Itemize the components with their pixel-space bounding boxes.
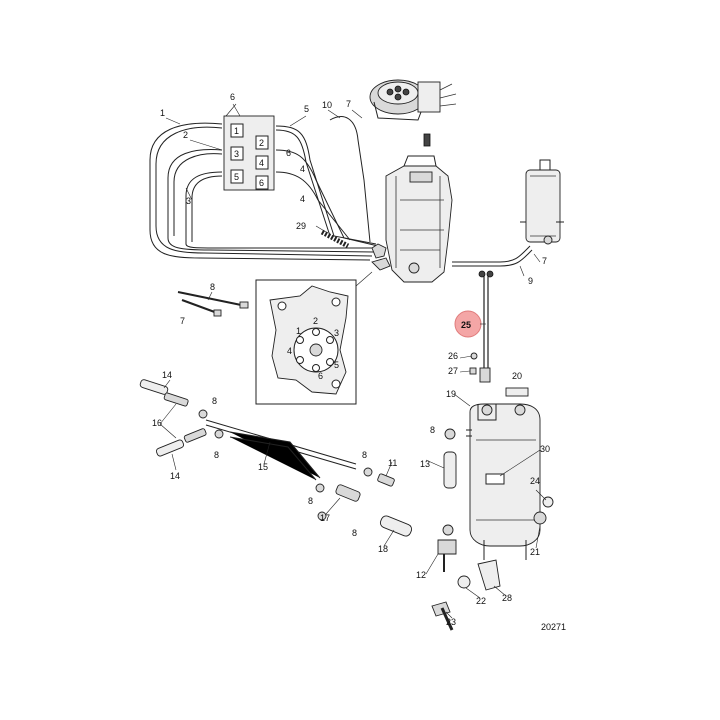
callout-10[interactable]: 10 [322, 100, 332, 110]
callout-4b[interactable]: 4 [300, 194, 305, 204]
callout-26[interactable]: 26 [448, 351, 458, 361]
callout-27[interactable]: 27 [448, 366, 458, 376]
inset-pin-1: 1 [296, 326, 301, 336]
callout-8c[interactable]: 8 [214, 450, 219, 460]
block-number-4: 4 [259, 158, 264, 168]
callout-8e[interactable]: 8 [308, 496, 313, 506]
callout-14a[interactable]: 14 [162, 370, 172, 380]
callout-7a[interactable]: 7 [346, 99, 351, 109]
leader-lines [159, 103, 547, 619]
inset-pin-2: 2 [313, 316, 318, 326]
callout-8d[interactable]: 8 [362, 450, 367, 460]
lower-fuel-cooler [466, 403, 541, 560]
inset-detail: 1 2 3 4 5 6 [255, 271, 373, 405]
fittings-left [139, 379, 224, 457]
spring-clamp [320, 229, 350, 249]
callout-7c[interactable]: 7 [180, 316, 185, 326]
callout-8g[interactable]: 8 [430, 425, 435, 435]
diagram-number: 20271 [541, 622, 566, 632]
fuel-lines [149, 116, 533, 271]
callout-24[interactable]: 24 [530, 476, 540, 486]
callout-14b[interactable]: 14 [170, 471, 180, 481]
callout-8b[interactable]: 8 [212, 396, 217, 406]
block-number-1: 1 [234, 126, 239, 136]
callout-29[interactable]: 29 [296, 221, 306, 231]
inset-pin-6: 6 [318, 371, 323, 381]
inset-pin-5: 5 [334, 360, 339, 370]
callout-18[interactable]: 18 [378, 544, 388, 554]
inset-pin-3: 3 [334, 328, 339, 338]
callout-6a[interactable]: 6 [230, 92, 235, 102]
callout-8f[interactable]: 8 [352, 528, 357, 538]
callout-labels: 1 2 3 4 4 5 6 6 7 7 7 8 8 8 8 8 8 8 9 10… [152, 92, 550, 627]
callout-1[interactable]: 1 [160, 108, 165, 118]
callout-3[interactable]: 3 [186, 196, 191, 206]
inset-pin-4: 4 [287, 346, 292, 356]
wiring-harness [478, 270, 494, 383]
callout-11[interactable]: 11 [388, 458, 397, 468]
callout-9[interactable]: 9 [528, 276, 533, 286]
cable-ties [177, 291, 249, 317]
block-number-6: 6 [259, 178, 264, 188]
callout-5[interactable]: 5 [304, 104, 309, 114]
block-number-3: 3 [234, 149, 239, 159]
callout-7b[interactable]: 7 [542, 256, 547, 266]
block-number-5: 5 [234, 172, 239, 182]
fuel-rail-block: 1 2 3 4 5 6 [223, 115, 275, 191]
hose-15 [205, 419, 357, 481]
callout-25[interactable]: 25 [461, 320, 471, 330]
callout-12[interactable]: 12 [416, 570, 426, 580]
callout-30[interactable]: 30 [540, 444, 550, 454]
callout-13[interactable]: 13 [420, 459, 430, 469]
callout-2[interactable]: 2 [183, 130, 188, 140]
callout-15[interactable]: 15 [258, 462, 268, 472]
fittings-lower [315, 428, 554, 631]
callout-6b[interactable]: 6 [286, 148, 291, 158]
label-plate [505, 387, 529, 397]
callout-16[interactable]: 16 [152, 418, 162, 428]
callout-17[interactable]: 17 [320, 513, 330, 523]
block-number-2: 2 [259, 138, 264, 148]
callout-23[interactable]: 23 [446, 617, 456, 627]
callout-4a[interactable]: 4 [300, 164, 305, 174]
fuel-pump-head [369, 79, 457, 147]
fuel-module-housing [385, 155, 453, 283]
callout-28[interactable]: 28 [502, 593, 512, 603]
fuel-cooler [520, 159, 564, 245]
callout-21[interactable]: 21 [530, 547, 540, 557]
callout-20[interactable]: 20 [512, 371, 522, 381]
callout-19[interactable]: 19 [446, 389, 456, 399]
callout-22[interactable]: 22 [476, 596, 486, 606]
callout-8a[interactable]: 8 [210, 282, 215, 292]
